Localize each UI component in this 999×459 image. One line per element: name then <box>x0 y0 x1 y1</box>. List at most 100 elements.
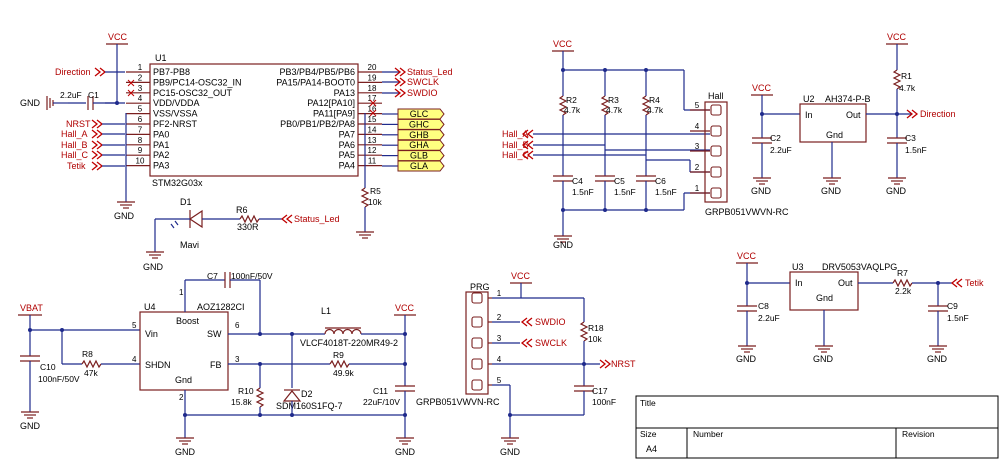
u1-pin-num-9: 9 <box>138 146 143 155</box>
number-label: Number <box>693 429 723 439</box>
u1-pin-num-7: 7 <box>138 125 143 134</box>
u4-gnd: Gnd <box>175 375 192 385</box>
hall-pin-5: 5 <box>695 101 700 110</box>
u4-pin-sw: 6 <box>235 321 240 330</box>
net-label-gha-box <box>397 139 445 151</box>
u3-circuit: VCC C8 2.2uF GND U3 DRV5053VAQLPG In Out… <box>736 251 984 364</box>
u1-pin-num-13: 13 <box>368 136 377 145</box>
c3-ref: C3 <box>905 133 916 143</box>
u1-pin-name-13: PA6 <box>339 140 355 150</box>
u4-ref: U4 <box>144 302 156 312</box>
r5-value: 10k <box>368 197 382 207</box>
l1-value: VLCF4018T-220MR49-2 <box>300 338 398 348</box>
u3-out: Out <box>838 278 853 288</box>
r5-ref: R5 <box>370 186 381 196</box>
gnd-label-c2: GND <box>751 186 772 196</box>
prg-pin-socket <box>471 337 483 349</box>
hall-pin-socket <box>710 187 722 199</box>
hall-pin-socket <box>710 166 722 178</box>
gnd-label-c3: GND <box>886 186 907 196</box>
c1-ref: C1 <box>88 90 99 100</box>
c10-ref: C10 <box>40 362 56 372</box>
c8-value: 2.2uF <box>758 313 780 323</box>
u1-pin-name-18: PA13 <box>334 88 355 98</box>
hall-part: GRPB051VWVN-RC <box>705 207 789 217</box>
net-label-ghb-box <box>397 129 445 141</box>
hall-pin-socket <box>710 125 722 137</box>
gnd-label-u2: GND <box>821 186 842 196</box>
u1-pin-name-8: PA1 <box>153 140 169 150</box>
c2-value: 2.2uF <box>770 145 792 155</box>
net-label-ghb: GHB <box>409 130 429 140</box>
prg-ref: PRG <box>470 282 490 292</box>
net-label-gla-box <box>397 160 445 172</box>
u1-pin-num-11: 11 <box>368 157 377 166</box>
c4-value: 1.5nF <box>572 187 594 197</box>
vcc-label-u1: VCC <box>108 32 128 42</box>
prg-pin-socket <box>471 379 483 391</box>
net-tetik-u3: Tetik <box>965 278 984 288</box>
r8-ref: R8 <box>82 349 93 359</box>
r3-value: 4.7k <box>606 105 623 115</box>
net-label-gha: GHA <box>409 140 429 150</box>
u4-fb: FB <box>210 360 222 370</box>
net-hall-a-left: Hall_A <box>61 129 88 139</box>
r10-value: 15.8k <box>231 397 253 407</box>
hall-pin-4: 4 <box>695 122 700 131</box>
gnd-label-c11: GND <box>395 447 416 457</box>
c6-value: 1.5nF <box>655 187 677 197</box>
u1-pin-num-4: 4 <box>138 94 143 103</box>
hall-pin-1: 1 <box>695 184 700 193</box>
hall-connector-body <box>704 101 728 203</box>
u4-pin-vin: 5 <box>132 321 137 330</box>
net-swclk-right: SWCLK <box>407 77 439 87</box>
u1-pin-num-20: 20 <box>368 63 377 72</box>
l1-ref: L1 <box>321 306 331 316</box>
net-hall-b-left: Hall_B <box>61 140 88 150</box>
r3-ref: R3 <box>608 95 619 105</box>
net-nrst-left: NRST <box>66 119 91 129</box>
u4-pin-shdn: 4 <box>132 355 137 364</box>
u1-pin-name-12: PA5 <box>339 150 355 160</box>
size-label: Size <box>640 429 657 439</box>
gnd-label-d1: GND <box>143 262 164 272</box>
net-status-led-d1: Status_Led <box>294 214 340 224</box>
vbat-label: VBAT <box>20 303 43 313</box>
c10-value: 100nF/50V <box>38 374 80 384</box>
u1-ref: U1 <box>155 53 167 63</box>
title-block: Title Size A4 Number Revision <box>635 395 999 459</box>
d2-ref: D2 <box>301 389 313 399</box>
u1-pin-num-16: 16 <box>368 105 377 114</box>
u1-pin-num-10: 10 <box>136 157 145 166</box>
u1-pin-name-6: PF2-NRST <box>153 119 198 129</box>
u1-pin-num-8: 8 <box>138 136 143 145</box>
net-hall-a-hall: Hall_A <box>502 129 529 139</box>
net-direction-u2: Direction <box>920 109 956 119</box>
u1-pin-name-10: PA3 <box>153 161 169 171</box>
hall-network: VCC R24.7kC41.5nFR34.7kC51.5nFR44.7kC61.… <box>502 39 789 250</box>
r8-value: 47k <box>84 368 98 378</box>
d1-ref: D1 <box>180 197 192 207</box>
u1-pin-name-9: PA2 <box>153 150 169 160</box>
vcc-label-u2: VCC <box>752 83 772 93</box>
gnd-label-prg: GND <box>500 447 521 457</box>
net-hall-b-hall: Hall_B <box>502 140 529 150</box>
u1-pin-num-3: 3 <box>138 84 143 93</box>
gnd-label-u1: GND <box>114 211 135 221</box>
gnd-label-hall: GND <box>553 240 574 250</box>
u1-pin-num-1: 1 <box>138 63 143 72</box>
u1-pin-name-5: VSS/VSSA <box>153 109 198 119</box>
net-hall-c-left: Hall_C <box>61 150 89 160</box>
net-swclk-prg: SWCLK <box>535 338 567 348</box>
c4-ref: C4 <box>572 176 583 186</box>
r2-value: 4.7k <box>564 105 581 115</box>
net-label-gla: GLA <box>410 161 428 171</box>
prg-pin-socket <box>471 292 483 304</box>
c7-ref: C7 <box>207 271 218 281</box>
u1-body <box>149 63 359 177</box>
net-label-glb-box <box>397 150 445 162</box>
net-hall-c-hall: Hall_C <box>502 150 530 160</box>
